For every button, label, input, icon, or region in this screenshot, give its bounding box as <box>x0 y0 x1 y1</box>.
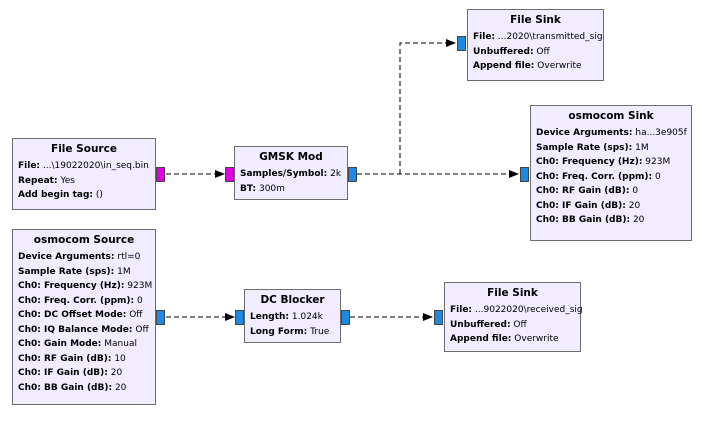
block-file-sink-rx[interactable]: File Sink File: ...9022020\received_sig … <box>444 282 583 352</box>
block-file-sink-tx[interactable]: File Sink File: ...2020\transmitted_sig … <box>467 9 604 81</box>
gmsk-mod-in-port[interactable] <box>225 167 234 182</box>
file-sink-rx-in-port[interactable] <box>434 310 443 325</box>
param-row: Length: 1.024k <box>250 312 323 322</box>
block-osmocom-source[interactable]: osmocom Source Device Arguments: rtl=0 S… <box>12 229 156 405</box>
param-row: Ch0: Frequency (Hz): 923M <box>18 281 153 291</box>
param-row: File: ...2020\transmitted_sig <box>473 32 603 42</box>
dc-blocker-in-port[interactable] <box>235 310 244 325</box>
param-row: Ch0: IF Gain (dB): 20 <box>18 368 123 378</box>
param-row: File: ...9022020\received_sig <box>450 305 583 315</box>
param-row: Add begin tag: () <box>18 190 103 200</box>
param-row: Ch0: Freq. Corr. (ppm): 0 <box>536 171 661 182</box>
wire-gmsk-to-file-sink-tx <box>399 39 456 174</box>
param-row: Ch0: Gain Mode: Manual <box>18 339 137 349</box>
param-row: Sample Rate (sps): 1M <box>536 142 649 153</box>
param-row: Ch0: DC Offset Mode: Off <box>18 310 143 320</box>
block-title: DC Blocker <box>260 294 325 306</box>
block-title: GMSK Mod <box>259 151 323 163</box>
param-row: Ch0: IQ Balance Mode: Off <box>18 324 149 335</box>
block-osmocom-sink[interactable]: osmocom Sink Device Arguments: ha...3e90… <box>530 105 692 241</box>
param-row: Ch0: Freq. Corr. (ppm): 0 <box>18 295 143 306</box>
param-row: Unbuffered: Off <box>473 46 550 57</box>
block-dc-blocker[interactable]: DC Blocker Length: 1.024k Long Form: Tru… <box>244 289 341 343</box>
file-source-out-port[interactable] <box>156 167 165 182</box>
block-title: osmocom Sink <box>568 110 654 122</box>
block-title: File Sink <box>510 14 561 26</box>
param-row: File: ...\19022020\in_seq.bin <box>18 161 149 171</box>
file-sink-tx-in-port[interactable] <box>457 36 466 51</box>
block-title: File Source <box>51 143 117 155</box>
param-row: BT: 300m <box>240 183 285 194</box>
param-row: Repeat: Yes <box>18 175 75 186</box>
param-row: Sample Rate (sps): 1M <box>18 266 131 277</box>
gmsk-mod-out-port[interactable] <box>348 167 357 182</box>
block-title: osmocom Source <box>33 234 135 246</box>
param-row: Ch0: IF Gain (dB): 20 <box>536 200 641 211</box>
param-row: Ch0: BB Gain (dB): 20 <box>18 382 127 393</box>
param-row: Device Arguments: rtl=0 <box>18 252 141 262</box>
param-row: Long Form: True <box>250 326 330 337</box>
param-row: Ch0: BB Gain (dB): 20 <box>536 215 645 225</box>
osmocom-source-out-port[interactable] <box>156 310 165 325</box>
param-row: Append file: Overwrite <box>473 61 582 71</box>
block-file-source[interactable]: File Source File: ...\19022020\in_seq.bi… <box>12 138 156 210</box>
param-row: Ch0: Frequency (Hz): 923M <box>536 157 671 167</box>
param-row: Device Arguments: ha...3e905f <box>536 128 687 138</box>
dc-blocker-out-port[interactable] <box>341 310 350 325</box>
param-row: Ch0: RF Gain (dB): 10 <box>18 353 126 364</box>
param-row: Append file: Overwrite <box>450 334 559 344</box>
param-row: Ch0: RF Gain (dB): 0 <box>536 186 639 196</box>
osmocom-sink-in-port[interactable] <box>520 167 529 182</box>
param-row: Unbuffered: Off <box>450 319 527 330</box>
block-gmsk-mod[interactable]: GMSK Mod Samples/Symbol: 2k BT: 300m <box>234 146 348 200</box>
param-row: Samples/Symbol: 2k <box>240 169 342 179</box>
block-title: File Sink <box>487 287 538 299</box>
